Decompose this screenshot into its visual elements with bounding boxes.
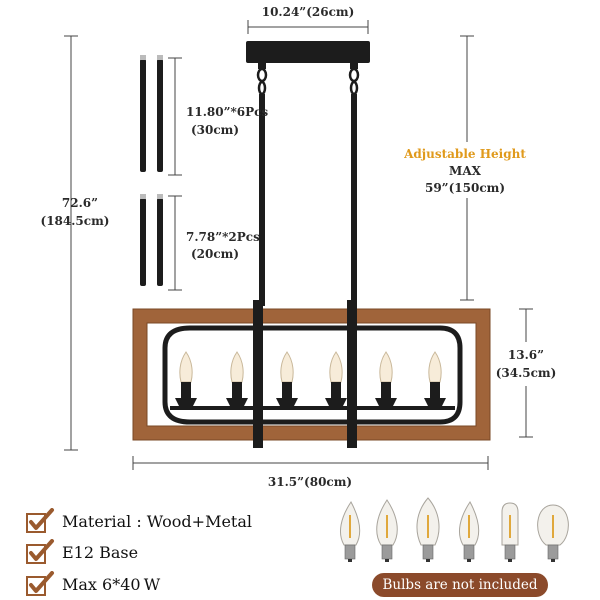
candle-lights: [175, 351, 446, 408]
light-bulb-icon: [340, 501, 361, 562]
rod-short-spec: 7.78”*2Pcs: [186, 230, 260, 244]
light-bulb-icon: [376, 499, 398, 562]
hanging-rods: [259, 94, 357, 306]
adjustable-height-max: MAX: [449, 164, 481, 178]
frame-height-label: 13.6”: [507, 348, 545, 362]
bulbs-not-included-badge: Bulbs are not included: [372, 573, 548, 597]
checkmark-icon: [26, 508, 54, 533]
light-bulb-icon: [416, 497, 440, 562]
bulb-illustrations: [340, 497, 569, 562]
rod-long-spec: 11.80”*6Pcs: [186, 105, 269, 119]
candle-light: [276, 351, 298, 408]
frame-width-label: 31.5”(80cm): [267, 475, 353, 489]
frame-height-cm-label: (34.5cm): [495, 366, 557, 380]
total-height-label: 72.6”: [61, 196, 99, 210]
canopy-width-label: 10.24”(26cm): [261, 5, 355, 19]
candle-light: [375, 351, 397, 408]
rod-short-cm: (20cm): [191, 247, 240, 261]
checkmark-icon: [26, 571, 54, 596]
feature-wattage: Max 6*40 W: [24, 571, 160, 597]
checkmark-icon: [26, 539, 54, 564]
feature-label: Max 6*40 W: [62, 574, 161, 594]
candle-light: [424, 351, 446, 408]
metal-frame: [162, 325, 463, 425]
feature-label: Material : Wood+Metal: [62, 511, 253, 531]
extension-rods: [140, 55, 163, 286]
rod-long-cm: (30cm): [191, 123, 240, 137]
adjustable-height-value: 59”(150cm): [424, 181, 505, 195]
canopy: [246, 41, 370, 96]
dimension-lines: [64, 20, 533, 470]
candle-light: [226, 351, 248, 408]
light-bulb-icon: [537, 504, 569, 562]
wood-frame: [132, 308, 491, 441]
candle-light: [175, 351, 197, 408]
total-height-cm-label: (184.5cm): [40, 214, 110, 228]
light-bulb-icon: [459, 501, 480, 562]
adjustable-height-title: Adjustable Height: [404, 147, 526, 161]
feature-label: E12 Base: [62, 542, 139, 562]
candle-light: [325, 351, 347, 408]
light-bulb-icon: [501, 502, 519, 562]
feature-material: Material : Wood+Metal: [24, 508, 252, 534]
feature-base: E12 Base: [24, 539, 138, 565]
